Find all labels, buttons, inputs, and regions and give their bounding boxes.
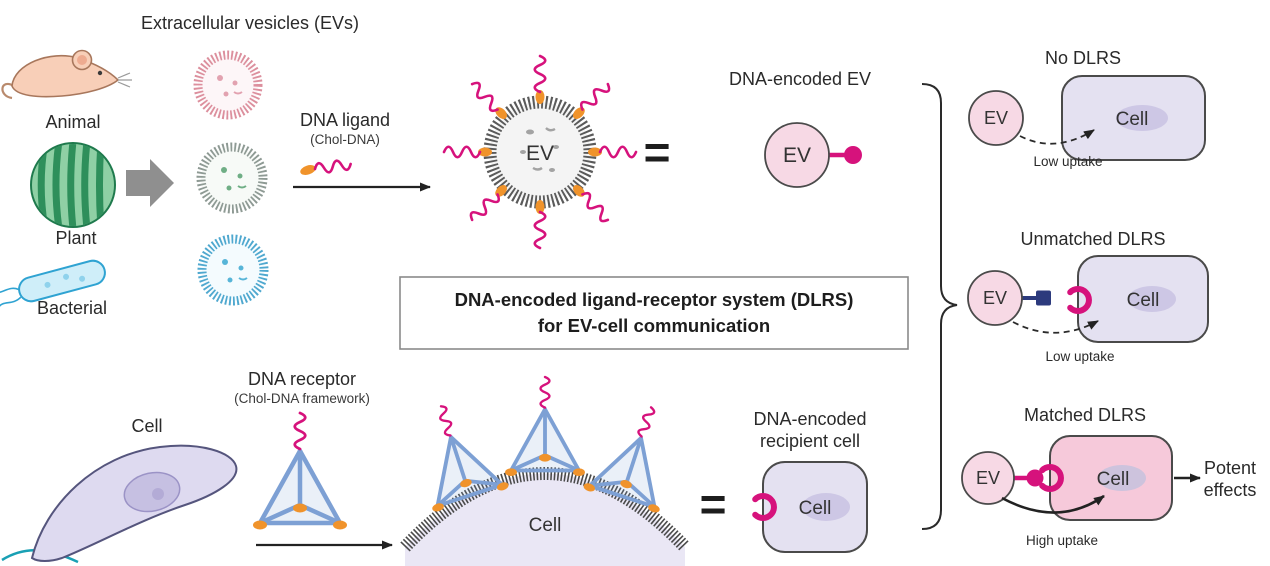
- scenario-no-dlrs: No DLRS EV Cell Low uptake: [968, 48, 1206, 169]
- ev-animal-icon: [193, 50, 263, 120]
- dna-ligand-label: DNA ligand: [300, 110, 390, 130]
- ev-plant-icon: [196, 142, 268, 214]
- no-dlrs-cell-text: Cell: [1116, 109, 1149, 130]
- unmatched-ev-text: EV: [983, 288, 1007, 308]
- matched-ev-text: EV: [976, 468, 1000, 488]
- potent-effects-line2: effects: [1204, 480, 1257, 500]
- no-dlrs-ev-icon: [968, 90, 1024, 146]
- membrane-receptor-mid: [505, 377, 585, 476]
- dna-encoded-ev-icon: EV: [764, 122, 862, 188]
- recipient-cell-text: Cell: [799, 498, 832, 519]
- bacterium-icon: [0, 259, 106, 308]
- recipient-receptor-icon: [752, 493, 777, 521]
- potent-effects-line1: Potent: [1204, 458, 1256, 478]
- recipient-label-line2: recipient cell: [760, 431, 860, 451]
- equals-sign-bottom: =: [700, 478, 727, 530]
- brace: [921, 83, 958, 530]
- recipient-cell-icon: Cell: [752, 461, 868, 553]
- unmatched-cell-text: Cell: [1127, 290, 1160, 311]
- ev-bacterial-icon: [197, 234, 269, 306]
- matched-cell-text: Cell: [1097, 469, 1130, 490]
- scenario-unmatched-dlrs: Unmatched DLRS EV Cell Low uptake: [967, 229, 1209, 364]
- scenario-matched-dlrs: Matched DLRS Cell EV High uptake Potent …: [961, 405, 1257, 548]
- ev-ligand-strands: [442, 54, 638, 250]
- mouse-icon: [1, 49, 132, 100]
- unmatched-uptake-label: Low uptake: [1045, 349, 1114, 364]
- recipient-label-line1: DNA-encoded: [753, 409, 866, 429]
- no-dlrs-uptake-arrow: [1019, 129, 1095, 145]
- big-ev-label: EV: [526, 142, 554, 165]
- matched-receptor-icon: [1039, 464, 1064, 492]
- cell-icon: [1, 444, 238, 564]
- dna-receptor-icon: [253, 413, 347, 530]
- dna-ligand-sublabel: (Chol-DNA): [310, 132, 380, 147]
- source-to-ev-arrow: [126, 159, 174, 207]
- cell-label: Cell: [131, 416, 162, 436]
- matched-uptake-arrow: [1001, 494, 1105, 514]
- no-dlrs-uptake-label: Low uptake: [1033, 154, 1102, 169]
- dlrs-box: DNA-encoded ligand-receptor system (DLRS…: [399, 276, 909, 350]
- big-ev-icon: EV: [442, 54, 638, 250]
- matched-uptake-label: High uptake: [1026, 533, 1098, 548]
- unmatched-uptake-arrow: [1012, 320, 1099, 334]
- no-dlrs-ev-text: EV: [984, 108, 1008, 128]
- dna-receptor-sublabel: (Chol-DNA framework): [234, 391, 370, 406]
- watermelon-icon: [30, 142, 116, 228]
- matched-title: Matched DLRS: [1024, 405, 1146, 425]
- no-dlrs-title: No DLRS: [1045, 48, 1121, 68]
- unmatched-receptor-icon: [1067, 286, 1092, 314]
- matched-ev-icon: [961, 451, 1015, 505]
- membrane-icon: Cell: [400, 377, 689, 566]
- bacterial-label: Bacterial: [37, 298, 107, 318]
- unmatched-ligand-icon: [1036, 290, 1051, 306]
- unmatched-title: Unmatched DLRS: [1020, 229, 1165, 249]
- plant-label: Plant: [55, 228, 96, 248]
- dna-receptor-label: DNA receptor: [248, 369, 356, 389]
- ev-cargo-specks: [520, 127, 559, 172]
- figure-title: Extracellular vesicles (EVs): [141, 13, 359, 33]
- dlrs-box-line2: for EV-cell communication: [538, 315, 770, 336]
- membrane-cell-label: Cell: [529, 515, 562, 536]
- encoded-ev-text: EV: [783, 144, 811, 167]
- dna-ligand-icon: [300, 157, 353, 176]
- dna-encoded-ev-label: DNA-encoded EV: [729, 69, 871, 89]
- unmatched-ev-icon: [967, 270, 1023, 326]
- equals-sign-top: =: [644, 126, 671, 178]
- animal-label: Animal: [45, 112, 100, 132]
- matched-ligand-ball: [1026, 469, 1044, 487]
- dlrs-box-line1: DNA-encoded ligand-receptor system (DLRS…: [455, 289, 854, 310]
